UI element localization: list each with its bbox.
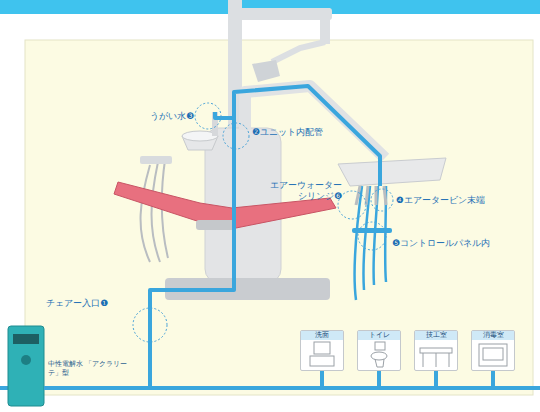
callout-label: ❺コントロールパネル内 [392,238,512,249]
control-tray [338,158,446,186]
room-box: トイレ [357,330,401,371]
water-pipe [0,86,540,388]
tray-arm [245,86,385,158]
room-box: 消毒室 [471,330,515,371]
room-box: 技工室 [414,330,458,371]
callout-label: ❷ユニット内配管 [252,127,342,138]
room-icon [420,348,452,367]
room-box: 洗面 [300,330,344,371]
hose-holder [352,228,392,233]
water-pipe-branch [44,371,322,388]
room-name: 消毒室 [472,331,514,340]
water-pipe-branch [44,371,436,388]
room-icon [479,344,507,366]
left-hoses [141,160,168,262]
room-name: トイレ [358,331,400,340]
room-icon [371,342,387,367]
room-name: 技工室 [415,331,457,340]
room-icon-svg [473,340,513,370]
armrest [196,220,236,230]
generator-box: 中性電解水 「アクラリーテ」型 [8,326,44,406]
room-icon [310,342,334,366]
room-icon-svg [416,340,456,370]
lamp-arm [272,42,325,62]
callout-label: うがい水❸ [150,111,210,122]
room-name: 洗面 [301,331,343,340]
generator-knob [21,355,31,365]
generator-display [13,334,39,344]
panel [25,40,533,395]
device-label: 中性電解水 「アクラリーテ」型 [48,360,128,378]
water-pipe-branch [44,371,379,388]
room-icon-svg [302,340,342,370]
lamp-head [252,60,280,82]
callout-label: エアーウォーター シリンジ❻ [262,180,342,202]
water-pipe-branch [44,371,493,388]
callout-label: ❹エアータービン末端 [396,195,506,206]
generator [8,326,44,406]
callout-label: チェアー入口❶ [46,298,136,309]
callout-circle [133,103,393,342]
handpiece-hoses [354,186,386,300]
room-icon-svg [359,340,399,370]
left-holder [140,156,172,164]
